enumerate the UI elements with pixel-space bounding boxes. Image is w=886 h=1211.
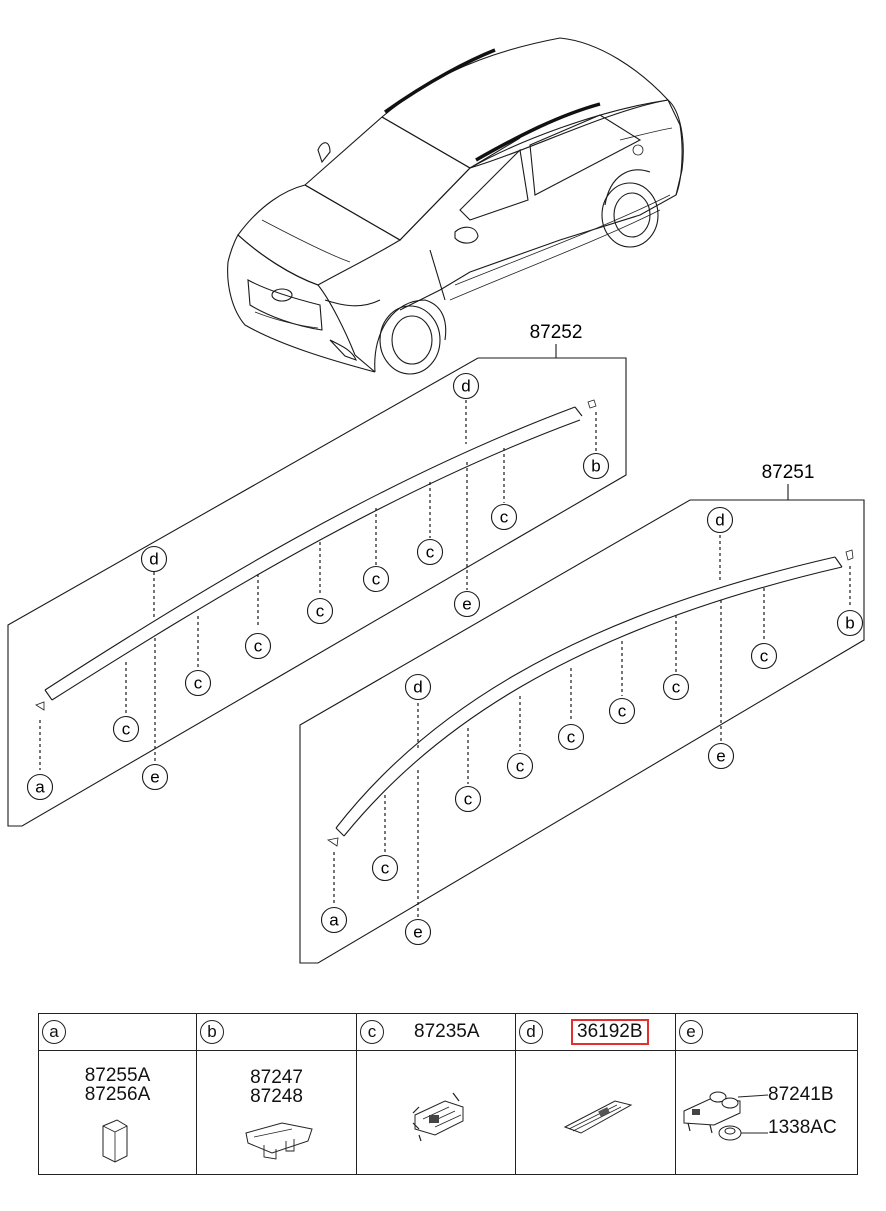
svg-text:c: c xyxy=(672,678,681,697)
legend-body-d xyxy=(516,1051,676,1174)
legend-c-part-number: 87235A xyxy=(414,1021,480,1042)
part-number-87255A: 87255A xyxy=(84,1065,151,1086)
callout-c: c xyxy=(244,632,272,660)
legend-letter-a: a xyxy=(42,1020,66,1044)
callout-c: c xyxy=(454,785,482,813)
callout-a: a xyxy=(320,906,348,934)
bracket-and-nut-part-icon xyxy=(683,1091,769,1141)
part-number-87256A: 87256A xyxy=(84,1084,151,1105)
legend-d-part-number-highlighted: 36192B xyxy=(571,1019,649,1045)
legend-body-e: 87241B 1338AC xyxy=(676,1051,857,1174)
svg-text:c: c xyxy=(760,647,769,666)
rear-cap-part-icon xyxy=(245,1122,313,1160)
svg-text:e: e xyxy=(413,923,422,942)
svg-text:c: c xyxy=(372,570,381,589)
legend-body-a: 87255A 87256A xyxy=(39,1051,197,1174)
svg-text:e: e xyxy=(462,595,471,614)
callout-c: c xyxy=(112,715,140,743)
upper-roof-rack-assembly: 87252 a b c c c c c c c d d xyxy=(7,322,627,827)
clip-part-icon xyxy=(412,1092,464,1142)
part-number-87241B: 87241B xyxy=(768,1084,834,1105)
callout-e: e xyxy=(707,742,735,770)
callout-a: a xyxy=(26,773,54,801)
callout-c: c xyxy=(506,752,534,780)
callout-c: c xyxy=(371,854,399,882)
legend-header-a: a xyxy=(39,1014,197,1051)
svg-text:c: c xyxy=(254,637,263,656)
callout-c: c xyxy=(557,723,585,751)
svg-text:d: d xyxy=(461,377,470,396)
callout-c: c xyxy=(416,538,444,566)
svg-text:e: e xyxy=(150,768,159,787)
legend-letter-c: c xyxy=(360,1020,384,1044)
legend-letter-d: d xyxy=(519,1020,543,1044)
svg-text:c: c xyxy=(618,702,627,721)
car-illustration xyxy=(227,37,684,375)
callout-c: c xyxy=(662,673,690,701)
svg-text:d: d xyxy=(715,511,724,530)
part-number-1338AC: 1338AC xyxy=(768,1117,837,1138)
callout-d: d xyxy=(452,372,480,400)
legend-header-b: b xyxy=(197,1014,357,1051)
callout-c: c xyxy=(306,597,334,625)
svg-text:a: a xyxy=(35,778,45,797)
legend-header-d: d 36192B xyxy=(516,1014,676,1051)
callout-d: d xyxy=(140,545,168,573)
legend-letter-e: e xyxy=(679,1020,703,1044)
lower-part-number: 87251 xyxy=(762,462,815,483)
callout-c: c xyxy=(184,669,212,697)
svg-text:a: a xyxy=(329,911,339,930)
callout-d: d xyxy=(404,673,432,701)
svg-text:c: c xyxy=(381,859,390,878)
lower-roof-rack-assembly: 87251 a b c c c c c c c d d xyxy=(299,462,865,964)
end-cap-part-icon xyxy=(102,1119,128,1163)
legend-letter-b: b xyxy=(200,1020,224,1044)
callout-c: c xyxy=(608,697,636,725)
svg-text:b: b xyxy=(845,614,854,633)
legend-header-c: c 87235A xyxy=(357,1014,516,1051)
callout-c: c xyxy=(750,642,778,670)
parts-legend-table: a b c 87235A d 36192B e 87255A 87256A 87… xyxy=(38,1013,858,1175)
legend-body-b: 87247 87248 xyxy=(197,1051,357,1174)
svg-text:c: c xyxy=(316,602,325,621)
upper-assembly-frame xyxy=(7,357,627,827)
svg-text:c: c xyxy=(122,720,131,739)
svg-text:e: e xyxy=(716,747,725,766)
legend-body-c xyxy=(357,1051,516,1174)
callout-b: b xyxy=(582,452,610,480)
svg-text:c: c xyxy=(464,790,473,809)
svg-text:c: c xyxy=(500,508,509,527)
callout-c: c xyxy=(362,565,390,593)
callout-b: b xyxy=(836,609,864,637)
svg-text:b: b xyxy=(591,457,600,476)
svg-text:d: d xyxy=(413,678,422,697)
svg-text:c: c xyxy=(567,728,576,747)
lower-assembly-frame xyxy=(299,499,865,964)
svg-text:c: c xyxy=(426,543,435,562)
part-number-87248: 87248 xyxy=(250,1086,303,1107)
callout-e: e xyxy=(404,918,432,946)
svg-text:d: d xyxy=(149,550,158,569)
callout-d: d xyxy=(706,506,734,534)
svg-text:c: c xyxy=(194,674,203,693)
exploded-parts-diagram: 87252 a b c c c c c c c d d xyxy=(7,37,865,964)
svg-text:c: c xyxy=(516,757,525,776)
callout-e: e xyxy=(141,763,169,791)
part-number-87247: 87247 xyxy=(250,1067,303,1088)
callout-e: e xyxy=(453,590,481,618)
pad-part-icon xyxy=(563,1100,633,1134)
upper-part-number: 87252 xyxy=(530,322,583,343)
legend-header-e: e xyxy=(676,1014,857,1051)
callout-c: c xyxy=(490,503,518,531)
